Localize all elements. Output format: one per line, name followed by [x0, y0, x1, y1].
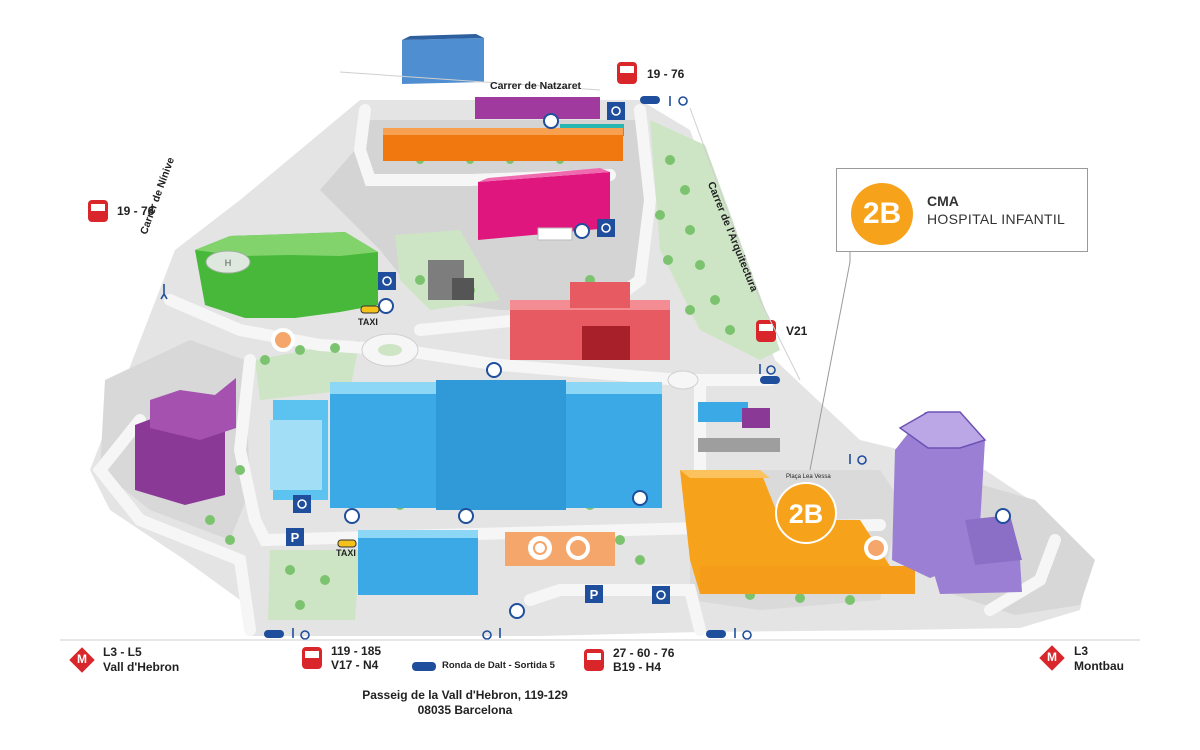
- taxi-icon: [360, 305, 380, 314]
- cma-callout-title: CMA: [927, 193, 959, 209]
- building-blue-small: [698, 402, 780, 452]
- building-grey: [428, 260, 474, 300]
- wheelchair-icon: [597, 219, 615, 237]
- restaurant-icon: [528, 536, 552, 560]
- car-icon: [760, 376, 780, 384]
- wheelchair-icon: [378, 272, 396, 290]
- building-orange: [383, 128, 623, 161]
- metro-left-lines: L3 - L5: [103, 645, 142, 659]
- wheelchair-icon: [652, 586, 670, 604]
- cma-callout: 2B CMA HOSPITAL INFANTIL: [836, 168, 1088, 252]
- cafe-icon: [271, 328, 295, 352]
- bus-icon: [378, 298, 394, 314]
- metro-right-station: Montbau: [1074, 659, 1124, 673]
- bus-stop-right[interactable]: [756, 320, 776, 342]
- building-blue-bottom: [358, 530, 478, 595]
- address: Passeig de la Vall d'Hebron, 119-129 080…: [360, 688, 570, 718]
- svg-text:H: H: [225, 258, 232, 268]
- metro-left-station: Vall d'Hebron: [103, 660, 180, 674]
- bicycle-icon: [678, 96, 688, 106]
- building-navy: [402, 34, 484, 84]
- wheelchair-icon: [293, 495, 311, 513]
- bus-lines-bottom-left-2: V17 - N4: [331, 658, 379, 672]
- bus-lines-bottom-left-1: 119 - 185: [331, 644, 382, 658]
- metro-icon[interactable]: M: [69, 647, 95, 673]
- bus-stop-top[interactable]: [617, 62, 637, 84]
- bus-stop-left[interactable]: [88, 200, 108, 222]
- bus-icon: [632, 490, 648, 506]
- bus-icon: [543, 113, 559, 129]
- bicycle-icon: [482, 630, 492, 640]
- cma-callout-badge: 2B: [851, 183, 913, 245]
- metro-right-lines: L3: [1074, 644, 1089, 658]
- building-lavender: [892, 411, 1022, 594]
- bicycle-icon: [300, 630, 310, 640]
- building-magenta: [478, 168, 610, 241]
- bus-stop-bottom-mid[interactable]: [584, 649, 604, 671]
- wheelchair-icon: [607, 102, 625, 120]
- taxi-label: TAXI: [358, 317, 378, 327]
- bicycle-icon: [857, 455, 867, 465]
- bus-icon: [486, 362, 502, 378]
- bus-lines-bottom-mid-1: 27 - 60 - 76: [613, 646, 675, 660]
- address-street: Passeig de la Vall d'Hebron, 119-129: [362, 688, 568, 702]
- bus-icon: [344, 508, 360, 524]
- bus-icon: [458, 508, 474, 524]
- cafe-icon: [864, 536, 888, 560]
- building-purple-left: [135, 378, 236, 505]
- taxi-label: TAXI: [336, 548, 356, 558]
- car-icon: [640, 96, 660, 104]
- bus-icon: [574, 223, 590, 239]
- cma-callout-subtitle: HOSPITAL INFANTIL: [927, 211, 1066, 227]
- street-label-ronda: Ronda de Dalt - Sortida 5: [442, 660, 555, 671]
- car-icon: [264, 630, 284, 638]
- cma-2b-marker[interactable]: 2B: [775, 482, 837, 544]
- bicycle-icon: [742, 630, 752, 640]
- building-green: [195, 232, 378, 318]
- cafe-icon: [566, 536, 590, 560]
- svg-text:P: P: [291, 530, 300, 545]
- svg-text:P: P: [590, 587, 599, 602]
- parking-icon: P: [585, 585, 603, 603]
- plaza-label: Plaça Lea Vessa: [786, 474, 831, 480]
- food-court: [505, 532, 615, 566]
- bus-lines-bottom-mid-2: B19 - H4: [613, 660, 662, 674]
- car-icon: [412, 662, 436, 671]
- bus-stop-bottom-left[interactable]: [302, 647, 322, 669]
- bus-lines-top: 19 - 76: [647, 67, 685, 81]
- car-icon: [706, 630, 726, 638]
- helipad-icon: H: [225, 258, 232, 268]
- bus-icon: [509, 603, 525, 619]
- metro-symbol: M: [77, 652, 87, 666]
- building-salmon: [510, 282, 670, 360]
- bus-icon: [995, 508, 1011, 524]
- roundabouts: [361, 333, 699, 390]
- callout-leader: [809, 252, 851, 471]
- parking-icon: P: [286, 528, 304, 546]
- bus-lines-right: V21: [786, 324, 808, 338]
- address-city: 08035 Barcelona: [417, 703, 513, 717]
- pedestrian-icon: [160, 284, 168, 300]
- cma-2b-marker-label: 2B: [789, 499, 824, 529]
- metro-symbol: M: [1047, 650, 1057, 664]
- building-blue-main: [270, 380, 662, 510]
- bicycle-icon: [766, 365, 776, 375]
- bus-lines-left: 19 - 76: [117, 204, 155, 218]
- metro-icon[interactable]: M: [1039, 645, 1065, 671]
- street-label-natzaret: Carrer de Natzaret: [490, 80, 582, 92]
- taxi-icon: [337, 539, 357, 548]
